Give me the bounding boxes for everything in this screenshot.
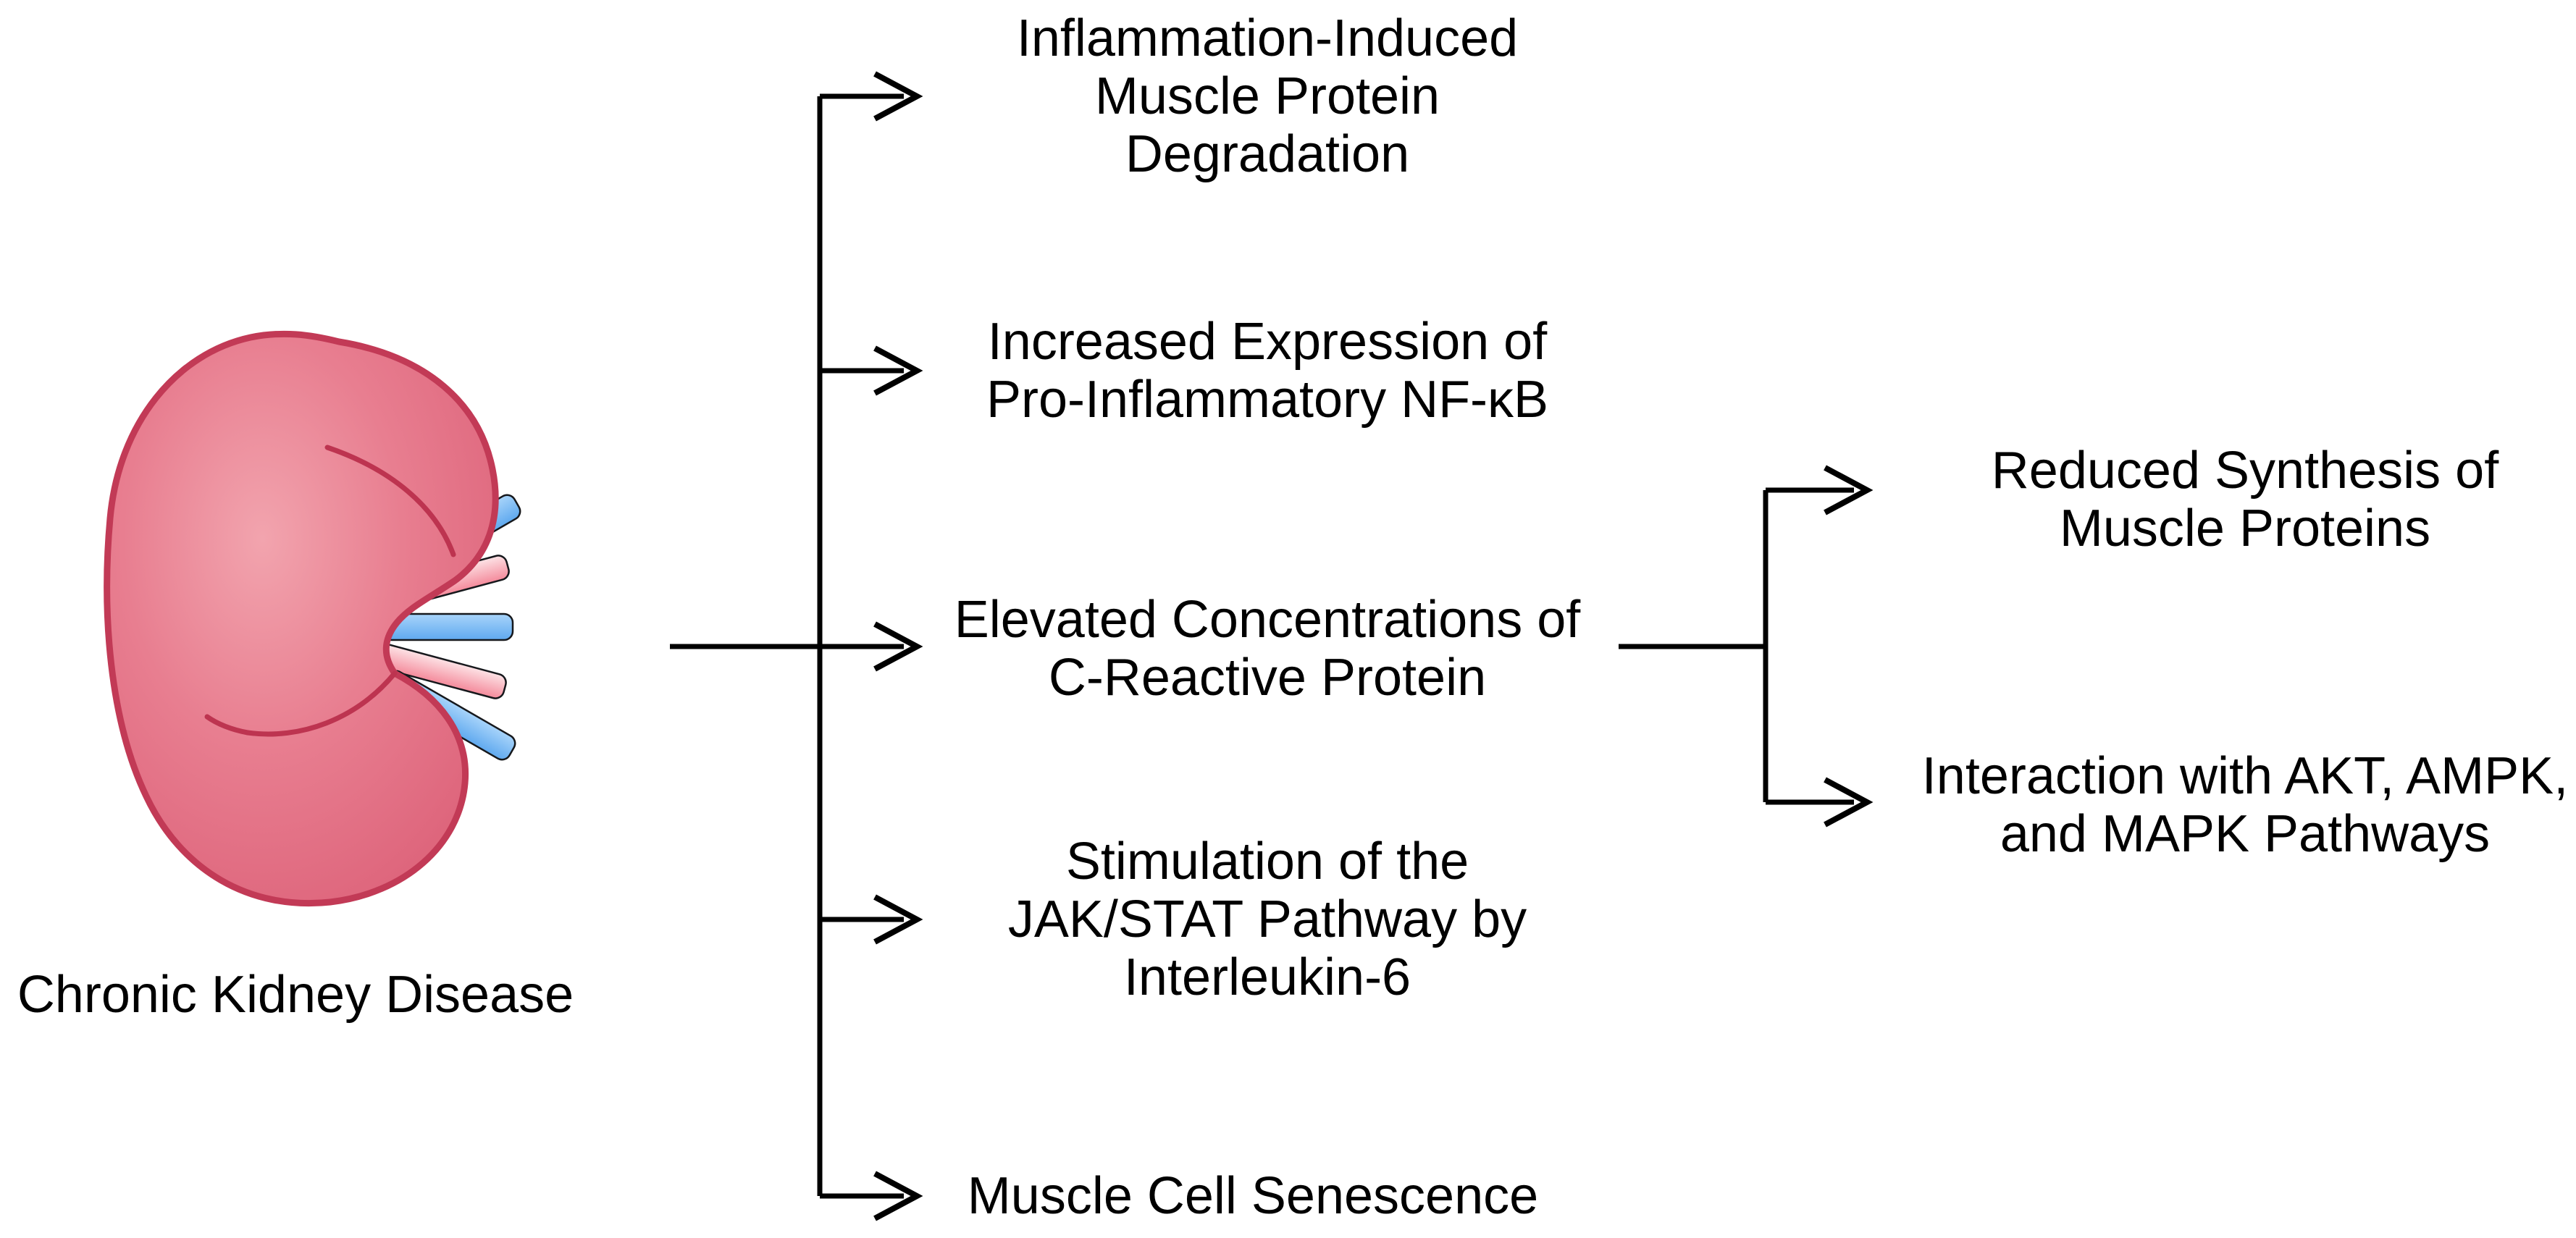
source-label-text: Chronic Kidney Disease [17, 966, 574, 1024]
arrowhead-icon [873, 345, 923, 396]
effect-node-nfkb-expression: Increased Expression of Pro-Inflammatory… [986, 313, 1549, 429]
outcome-node-reduced-synthesis: Reduced Synthesis of Muscle Proteins [1991, 442, 2499, 557]
source-label: Chronic Kidney Disease [0, 966, 621, 1024]
effect-node-crp-elevated: Elevated Concentrations of C-Reactive Pr… [954, 591, 1581, 707]
kidney-illustration [104, 330, 521, 907]
arrowhead-icon [873, 1171, 923, 1221]
kidney-crease-upper [324, 445, 456, 557]
kidney-crease-lower-lobe [245, 670, 398, 737]
arrowhead-icon [873, 71, 923, 122]
arrowhead-icon [1824, 465, 1874, 515]
kidney-crease-tick [204, 714, 251, 736]
arrowhead-icon [873, 621, 923, 672]
arrowhead-icon [1824, 777, 1874, 828]
kidney-body [104, 330, 499, 907]
flow-arrows [670, 71, 1874, 1221]
arrowhead-icon [873, 894, 923, 945]
outcome-node-pathway-interaction: Interaction with AKT, AMPK, and MAPK Pat… [1921, 747, 2569, 863]
effect-node-jakstat-stimulation: Stimulation of the JAK/STAT Pathway by I… [1007, 833, 1527, 1006]
effect-node-muscle-senescence: Muscle Cell Senescence [967, 1167, 1539, 1225]
effect-node-inflammation-degradation: Inflammation-Induced Muscle Protein Degr… [1016, 9, 1519, 183]
